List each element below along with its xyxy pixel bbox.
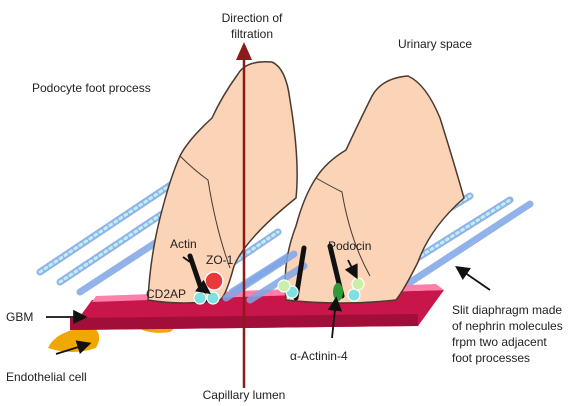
alpha-actinin-marker: [333, 283, 343, 301]
endothelial-cell-label: Endothelial cell: [6, 370, 87, 384]
alpha-actinin-label: α-Actinin-4: [290, 349, 348, 363]
direction-label-line1: Direction of: [222, 11, 283, 25]
urinary-space-label: Urinary space: [398, 37, 472, 51]
cd2ap-label: CD2AP: [146, 287, 186, 301]
podocin-label: Podocin: [328, 239, 371, 253]
podocyte-foot-process-right: [285, 76, 464, 303]
slit-diaphragm-pointer-arrow: [458, 268, 490, 290]
slit-diaphragm-label-line3: frpm two adjacent: [452, 335, 547, 349]
slit-diaphragm-label-line4: foot processes: [452, 351, 530, 365]
direction-label-line2: filtration: [231, 27, 273, 41]
gbm-label: GBM: [6, 310, 33, 324]
slit-diaphragm-label-line1: Slit diaphragm made: [452, 303, 562, 317]
capillary-lumen-label: Capillary lumen: [203, 388, 286, 402]
zo1-marker: [205, 272, 223, 290]
zo1-label: ZO-1: [206, 253, 234, 267]
podocyte-foot-process-label: Podocyte foot process: [32, 81, 151, 95]
actin-label: Actin: [170, 237, 197, 251]
slit-diaphragm-label-line2: of nephrin molecules: [452, 319, 563, 333]
